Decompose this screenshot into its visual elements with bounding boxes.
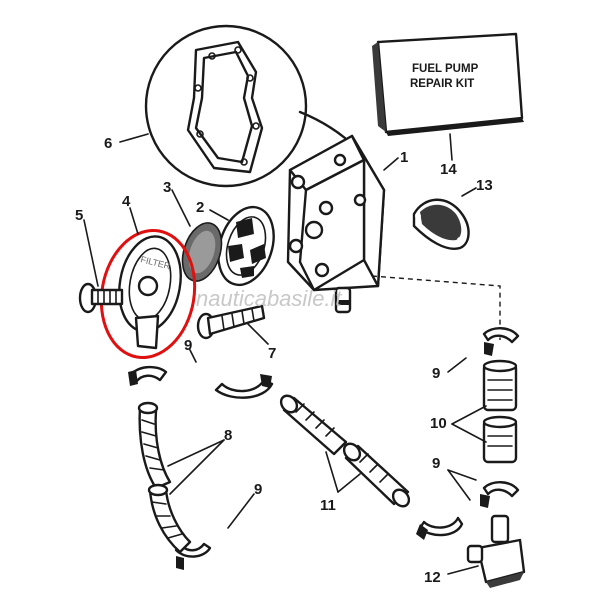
flange-gasket bbox=[412, 198, 470, 250]
callout-9-bottom: 9 bbox=[254, 481, 262, 498]
hose-center-lower bbox=[342, 442, 411, 508]
callout-8: 8 bbox=[224, 427, 232, 444]
hose-left-upper bbox=[137, 401, 172, 490]
clamp-bottom-left bbox=[174, 542, 212, 570]
kit-label-line2: REPAIR KIT bbox=[410, 78, 474, 90]
leader-5 bbox=[83, 219, 99, 287]
hose-center-upper bbox=[279, 394, 348, 456]
filter-screen bbox=[181, 222, 223, 282]
callout-5: 5 bbox=[75, 207, 83, 224]
callout-1: 1 bbox=[400, 149, 408, 166]
clamp-right-bottom bbox=[480, 481, 520, 508]
pump-screw bbox=[196, 304, 266, 340]
repair-kit-box: FUEL PUMP REPAIR KIT bbox=[372, 32, 524, 136]
callout-14: 14 bbox=[440, 161, 457, 178]
callout-11: 11 bbox=[320, 497, 336, 514]
leader-9-right-bottom-b bbox=[447, 469, 477, 481]
leader-9-bottom bbox=[227, 493, 255, 529]
callout-9-right-top: 9 bbox=[432, 365, 440, 382]
leader-12 bbox=[447, 565, 479, 575]
leader-9-right-top bbox=[447, 357, 467, 373]
clamp-middle bbox=[214, 374, 274, 399]
leader-10b bbox=[451, 423, 487, 443]
callout-4: 4 bbox=[122, 193, 131, 210]
gasket-detail-zoom bbox=[144, 24, 308, 188]
leader-9-right-bottom-a bbox=[447, 469, 471, 501]
callout-12: 12 bbox=[424, 569, 441, 586]
inline-filter-lower bbox=[482, 415, 518, 464]
leader-14 bbox=[449, 133, 453, 161]
callout-7: 7 bbox=[268, 345, 276, 362]
callout-13: 13 bbox=[476, 177, 493, 194]
filter-cover: FILTER bbox=[118, 235, 182, 350]
hose-left-lower bbox=[147, 483, 192, 554]
elbow-fitting bbox=[466, 514, 526, 588]
callout-10: 10 bbox=[430, 415, 447, 432]
zoom-connector bbox=[298, 110, 347, 140]
callout-2: 2 bbox=[196, 199, 204, 216]
highlight-circle bbox=[99, 228, 197, 360]
watermark-text: nauticabasile.it bbox=[196, 286, 342, 311]
leader-2 bbox=[209, 209, 229, 221]
callout-9-right-bottom: 9 bbox=[432, 455, 440, 472]
leader-11a bbox=[325, 451, 339, 493]
cover-screw bbox=[78, 282, 124, 314]
callout-6: 6 bbox=[104, 135, 112, 152]
valve-plate bbox=[217, 205, 275, 287]
leader-6 bbox=[119, 133, 149, 143]
callout-9-left: 9 bbox=[184, 337, 192, 354]
clamp-right-top bbox=[482, 327, 520, 356]
dashed-routing-line bbox=[371, 275, 501, 340]
leader-1 bbox=[383, 157, 399, 171]
callout-3: 3 bbox=[163, 179, 171, 196]
leader-11b bbox=[337, 473, 361, 493]
leader-7 bbox=[247, 323, 269, 345]
clamp-left-top bbox=[128, 365, 168, 386]
leader-3 bbox=[171, 189, 191, 227]
inline-filter-upper bbox=[482, 359, 518, 412]
leader-10a bbox=[451, 405, 487, 425]
leader-9-left bbox=[189, 349, 197, 363]
leader-8b bbox=[169, 439, 225, 495]
leader-8a bbox=[167, 439, 225, 467]
clamp-lower-center bbox=[416, 516, 464, 540]
leader-13 bbox=[461, 187, 477, 197]
leader-4 bbox=[129, 207, 139, 235]
fuel-pump-body bbox=[286, 134, 386, 314]
kit-label-line1: FUEL PUMP bbox=[412, 63, 479, 75]
